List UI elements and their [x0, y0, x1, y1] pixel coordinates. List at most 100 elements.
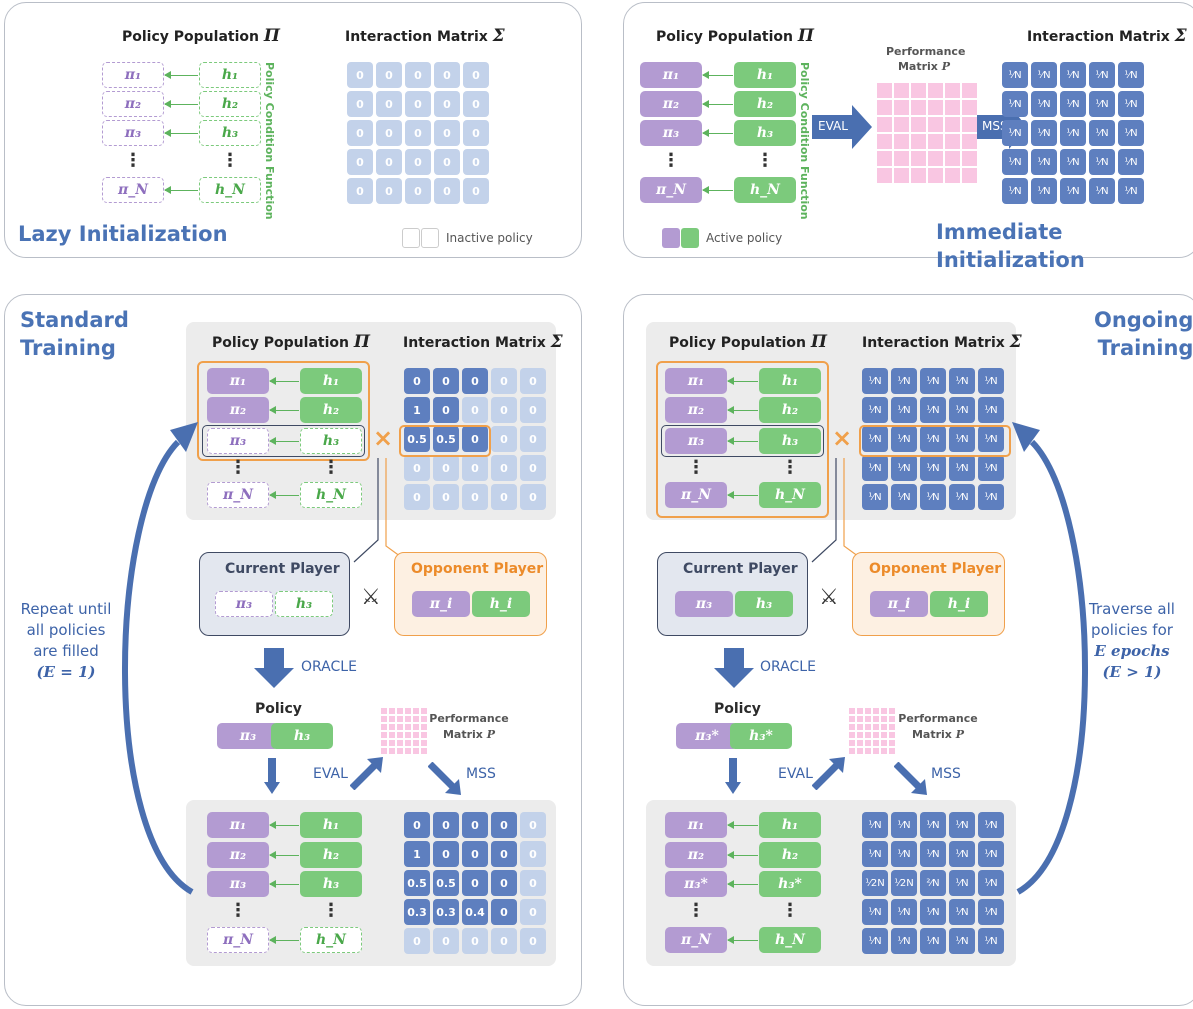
matrix-cell: ¹⁄N	[978, 368, 1004, 394]
performance-cell	[910, 133, 927, 150]
matrix-cell: ¹⁄N	[1060, 149, 1086, 175]
matrix-cell: ¹⁄N	[920, 928, 946, 954]
matrix-cell: 0	[463, 149, 489, 175]
interaction-header: Interaction Matrix Σ	[403, 332, 563, 352]
matrix-cell: ¹⁄N	[1002, 178, 1028, 204]
matrix-cell: ¹⁄N	[1118, 149, 1144, 175]
matrix-cell: 0	[376, 120, 402, 146]
performance-cell	[927, 99, 944, 116]
performance-cell	[412, 739, 420, 747]
current-player-h3: h₃	[275, 591, 333, 617]
matrix-cell: ¹⁄N	[920, 455, 946, 481]
policy-header: Policy	[255, 701, 302, 717]
matrix-cell: ¹⁄N	[949, 841, 975, 867]
traverse-loop-arrow-icon	[1012, 422, 1088, 895]
arrow	[164, 186, 198, 194]
arrow	[269, 377, 299, 385]
opponent-row-highlight	[399, 425, 491, 457]
eval-label: EVAL	[818, 119, 848, 133]
matrix-cell: ¹⁄N	[862, 841, 888, 867]
matrix-cell: 0	[405, 62, 431, 88]
matrix-cell: ¹⁄N	[949, 812, 975, 838]
arrow	[727, 377, 758, 385]
arrow	[727, 851, 758, 859]
policy-pi2: π₂	[207, 397, 269, 423]
performance-cell	[944, 150, 961, 167]
performance-cell	[961, 150, 978, 167]
arrow	[702, 186, 733, 194]
matrix-cell: 0	[433, 484, 459, 510]
matrix-cell: ¹⁄N	[978, 484, 1004, 510]
performance-cell	[420, 739, 428, 747]
performance-cell	[944, 133, 961, 150]
performance-cell	[944, 82, 961, 99]
opponent-row-highlight	[859, 425, 1011, 457]
performance-cell	[910, 167, 927, 184]
performance-cell	[893, 133, 910, 150]
performance-cell	[380, 731, 388, 739]
matrix-cell: ¹⁄N	[1031, 120, 1057, 146]
matrix-cell: ¹⁄N	[862, 484, 888, 510]
matrix-cell: 0.5	[433, 870, 459, 896]
condition-h1: h₁	[759, 368, 821, 394]
performance-cell	[856, 707, 864, 715]
matrix-cell: ¹⁄N	[862, 899, 888, 925]
matrix-cell: 0	[434, 178, 460, 204]
matrix-cell: 0	[491, 812, 517, 838]
condition-h3: h₃	[759, 428, 821, 454]
performance-cell	[848, 707, 856, 715]
performance-cell	[856, 715, 864, 723]
eval-arrow-icon	[812, 757, 845, 790]
matrix-cell: ¹⁄N	[978, 899, 1004, 925]
performance-cell	[848, 723, 856, 731]
vdots: ⋮	[322, 457, 340, 478]
performance-cell	[388, 739, 396, 747]
performance-cell	[927, 133, 944, 150]
policy-piN: π_N	[207, 482, 269, 508]
performance-cell	[380, 715, 388, 723]
policy-pi1: π₁	[102, 62, 164, 88]
matrix-cell: 0	[376, 149, 402, 175]
matrix-cell: 0	[462, 426, 488, 452]
performance-cell	[864, 731, 872, 739]
matrix-cell: 0	[434, 149, 460, 175]
matrix-cell: 0	[462, 397, 488, 423]
matrix-cell: 0	[520, 368, 546, 394]
matrix-cell: ¹⁄N	[920, 841, 946, 867]
matrix-cell: ¹⁄N	[891, 455, 917, 481]
current-player-label: Current Player	[683, 561, 798, 577]
vdots: ⋮	[229, 900, 247, 921]
active-legend-swatch	[681, 228, 699, 248]
condition-h3: h₃	[300, 428, 362, 454]
performance-cell	[404, 739, 412, 747]
matrix-cell: ¹⁄N	[862, 928, 888, 954]
matrix-cell: ¹⁄N	[862, 455, 888, 481]
matrix-cell: 0	[347, 91, 373, 117]
matrix-cell: ¹⁄N	[1060, 120, 1086, 146]
vdots: ⋮	[781, 900, 799, 921]
matrix-cell: ¹⁄N	[949, 368, 975, 394]
oracle-label: ORACLE	[760, 659, 816, 675]
matrix-cell: 0	[463, 178, 489, 204]
policy-pi1: π₁	[207, 368, 269, 394]
performance-cell	[856, 731, 864, 739]
matrix-cell: ¹⁄N	[1089, 149, 1115, 175]
condition-h2: h₂	[734, 91, 796, 117]
policy-pi3: π₃	[207, 871, 269, 897]
vdots: ⋮	[662, 150, 680, 171]
vdots: ⋮	[687, 900, 705, 921]
performance-cell	[876, 82, 893, 99]
matrix-cell: 0	[462, 812, 488, 838]
matrix-cell: ¹⁄N	[920, 899, 946, 925]
eval-label: EVAL	[778, 766, 813, 782]
performance-cell	[876, 167, 893, 184]
performance-cell	[893, 150, 910, 167]
matrix-cell: ¹⁄N	[920, 368, 946, 394]
crossed-swords-icon: ⚔	[361, 585, 381, 610]
matrix-cell: ¹⁄N	[891, 484, 917, 510]
panel-ongoing-training	[623, 294, 1193, 1006]
matrix-cell: ¹⁄N	[1089, 91, 1115, 117]
policy-pi1: π₁	[665, 812, 727, 838]
mss-label: MSS	[982, 119, 1008, 133]
condition-hN: h_N	[759, 927, 821, 953]
